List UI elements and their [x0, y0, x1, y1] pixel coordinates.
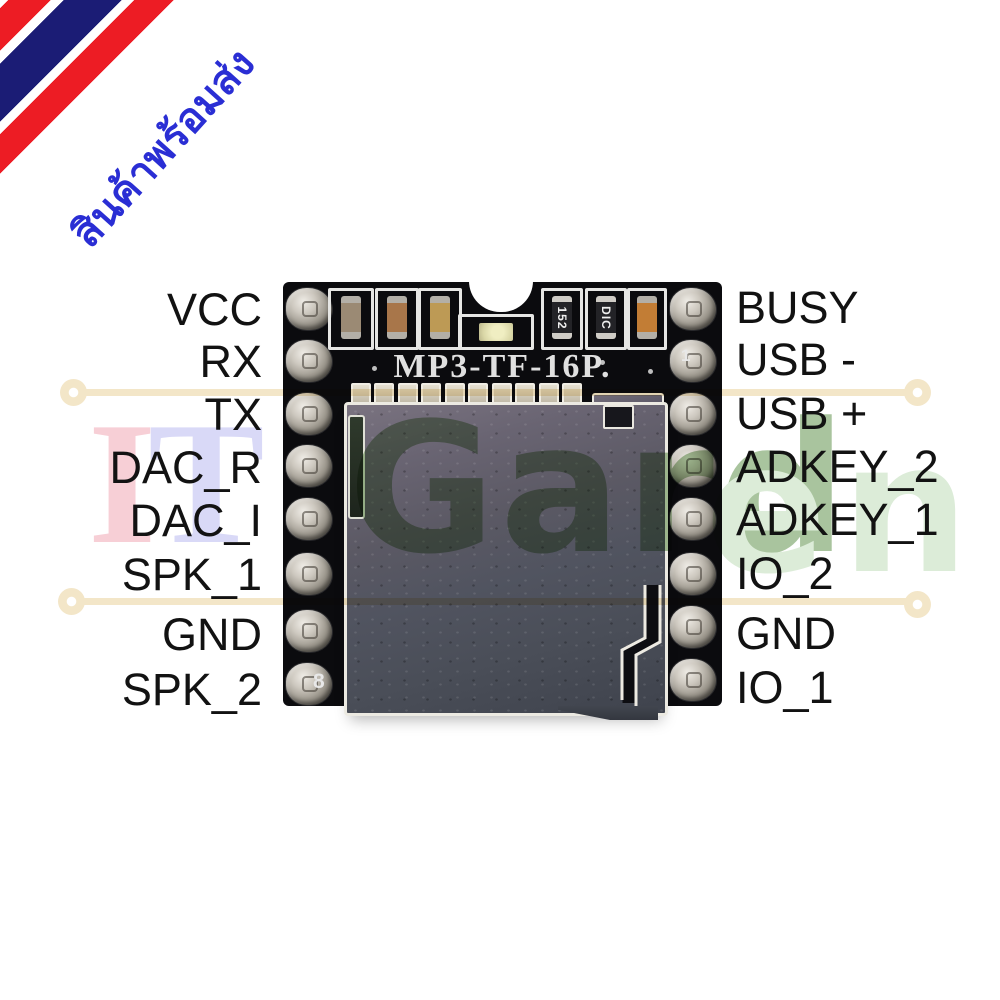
- mp3-module-board: 152 DIC MP3-TF-16P. 1 8: [283, 281, 722, 720]
- resistor-label: 152: [555, 305, 569, 330]
- pin-label-io-2: IO_2: [736, 548, 834, 599]
- resistor-152: 152: [552, 296, 572, 339]
- pad-adkey-1: [670, 498, 716, 540]
- capacitor: [637, 296, 657, 339]
- sd-card-slot: [344, 402, 668, 716]
- pin-label-adkey-1: ADKEY_1: [736, 494, 939, 545]
- pin-label-spk-2: SPK_2: [121, 664, 262, 715]
- pad-dac-r: [286, 445, 332, 487]
- pad-spk-2: [286, 663, 332, 705]
- pin-label-io-1: IO_1: [736, 662, 834, 713]
- pad-io-1: [670, 659, 716, 701]
- sd-slot-spring: [348, 415, 365, 519]
- pin-8-mark: 8: [313, 670, 325, 693]
- pin-label-dac-r: DAC_R: [109, 442, 262, 493]
- resistor-label: DIC: [599, 305, 613, 330]
- silkscreen-dot: [600, 360, 605, 365]
- silkscreen-dot: [648, 369, 653, 374]
- pin-label-spk-1: SPK_1: [121, 549, 262, 600]
- capacitor: [430, 296, 450, 339]
- capacitor: [387, 296, 407, 339]
- pin-label-usb-minus: USB -: [736, 334, 857, 385]
- pad-io-2: [670, 553, 716, 595]
- pin-label-rx: RX: [199, 336, 262, 387]
- card-detect-hook: [620, 585, 662, 706]
- pin-label-usb-plus: USB +: [736, 388, 868, 439]
- pin-1-mark: 1: [681, 346, 691, 365]
- pad-rx: [286, 340, 332, 382]
- capacitor: [341, 296, 361, 339]
- pad-usb-plus: [670, 393, 716, 435]
- resistor-box: DIC: [585, 288, 627, 350]
- pin-label-adkey-2: ADKEY_2: [736, 441, 939, 492]
- module-title: MP3-TF-16P.: [393, 348, 612, 385]
- pin-label-gnd-left: GND: [162, 609, 262, 660]
- pad-tx: [286, 393, 332, 435]
- pin-label-tx: TX: [204, 389, 262, 440]
- pin-label-busy: BUSY: [736, 282, 859, 333]
- pad-adkey-2: [670, 445, 716, 487]
- silkscreen-dot: [372, 366, 377, 371]
- status-led: [479, 323, 513, 341]
- pin-label-gnd-right: GND: [736, 608, 836, 659]
- pad-busy: [670, 288, 716, 330]
- led-box: [458, 314, 534, 350]
- capacitor-box: [418, 288, 462, 350]
- pin-label-vcc: VCC: [166, 284, 262, 335]
- pad-gnd-right: [670, 606, 716, 648]
- capacitor-box: [375, 288, 419, 350]
- capacitor-box: [328, 288, 374, 350]
- resistor-dic: DIC: [596, 296, 616, 339]
- pad-usb-minus: [670, 340, 716, 382]
- sd-slot-bracket: [603, 405, 634, 429]
- thai-flag-ribbon: [0, 0, 310, 310]
- resistor-box: 152: [541, 288, 583, 350]
- pad-dac-i: [286, 498, 332, 540]
- pad-gnd-left: [286, 610, 332, 652]
- pcb-notch: [469, 281, 533, 312]
- pin-label-dac-i: DAC_I: [129, 495, 262, 546]
- pad-spk-1: [286, 553, 332, 595]
- capacitor-box: [627, 288, 667, 350]
